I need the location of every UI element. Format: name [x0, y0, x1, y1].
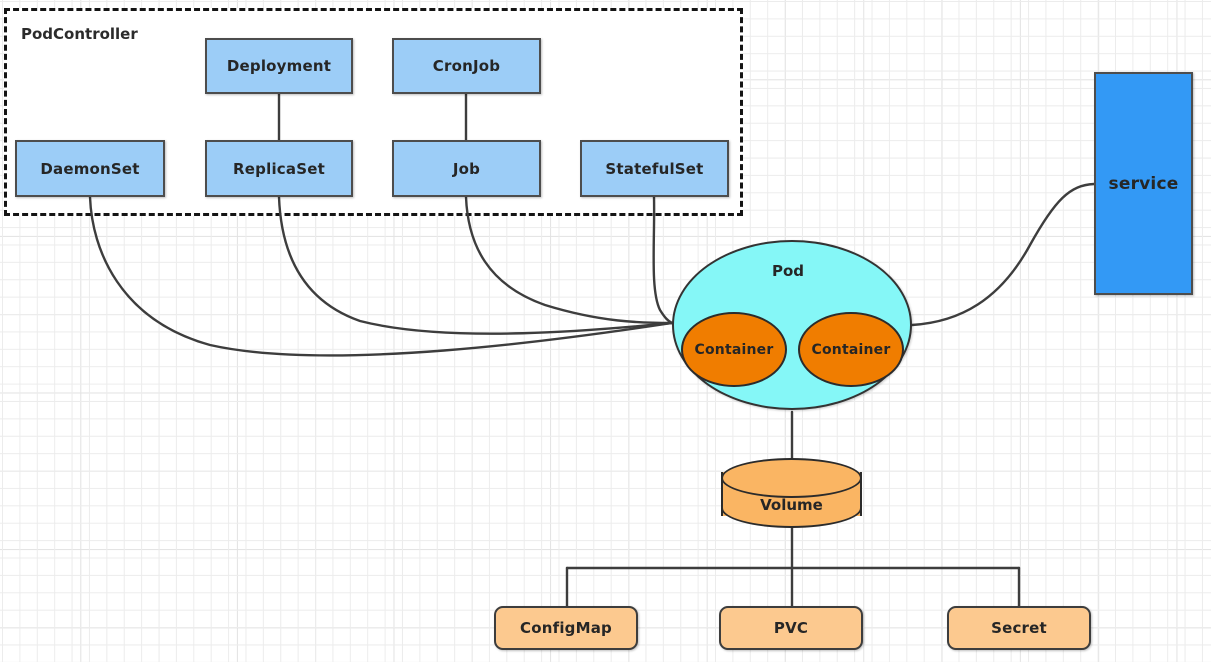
node-replicaset-label: ReplicaSet	[233, 159, 325, 178]
node-deployment-label: Deployment	[226, 57, 332, 75]
node-job-label: Job	[452, 159, 481, 178]
node-replicaset[interactable]: ReplicaSet	[205, 140, 353, 197]
node-container-1[interactable]: Container	[681, 312, 787, 387]
node-statefulset-label: StatefulSet	[605, 159, 704, 178]
node-pvc-label: PVC	[773, 619, 809, 637]
volume-cylinder-top	[721, 458, 862, 498]
node-daemonset[interactable]: DaemonSet	[15, 140, 165, 197]
node-cronjob-label: CronJob	[432, 57, 501, 75]
edge-replicaset-pod	[277, 195, 674, 335]
node-container-2[interactable]: Container	[798, 312, 904, 387]
node-container-2-label: Container	[811, 341, 891, 358]
node-container-1-label: Container	[694, 341, 774, 358]
node-configmap[interactable]: ConfigMap	[494, 606, 638, 650]
node-service-label: service	[1108, 173, 1179, 194]
node-secret[interactable]: Secret	[947, 606, 1091, 650]
node-pod-label: Pod	[772, 262, 805, 280]
node-daemonset-label: DaemonSet	[40, 159, 140, 178]
edge-pod-service	[910, 182, 1096, 327]
node-cronjob[interactable]: CronJob	[392, 38, 541, 94]
node-volume-label: Volume	[760, 496, 823, 514]
node-service[interactable]: service	[1094, 72, 1193, 295]
node-volume[interactable]: Volume	[721, 458, 862, 530]
node-job[interactable]: Job	[392, 140, 541, 197]
node-statefulset[interactable]: StatefulSet	[580, 140, 729, 197]
node-pvc[interactable]: PVC	[719, 606, 863, 650]
node-deployment[interactable]: Deployment	[205, 38, 353, 94]
node-secret-label: Secret	[991, 619, 1047, 637]
edge-daemonset-pod	[88, 195, 674, 357]
podcontroller-group-label: PodController	[21, 25, 138, 43]
node-configmap-label: ConfigMap	[520, 619, 612, 637]
